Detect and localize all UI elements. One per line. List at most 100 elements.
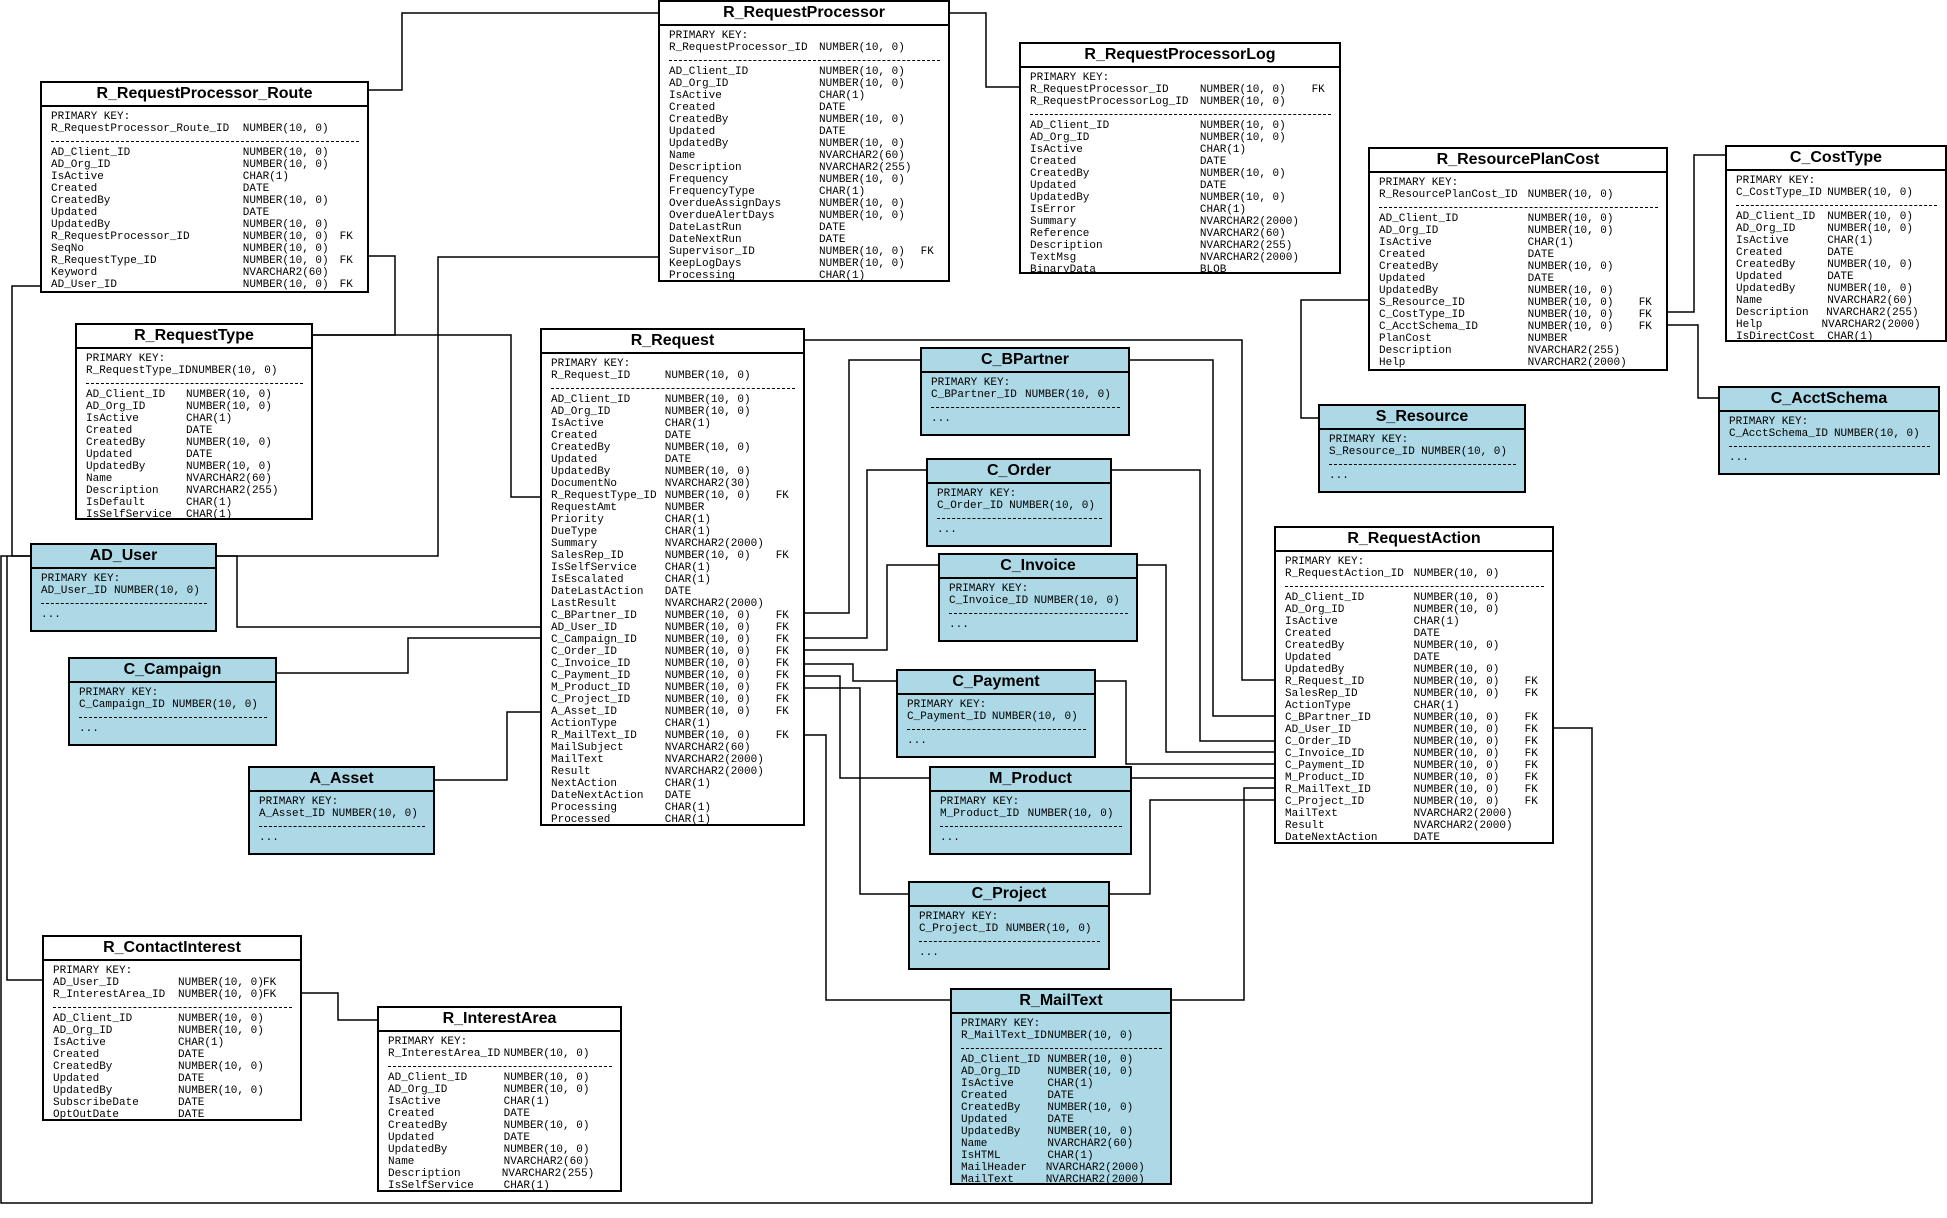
- column-name: UpdatedBy: [388, 1144, 448, 1156]
- more-columns-ellipsis: ...: [940, 832, 960, 844]
- column-key: [776, 562, 795, 574]
- column-key: [594, 1072, 612, 1084]
- column-type: DATE: [242, 183, 270, 195]
- column-key: [340, 243, 359, 255]
- more-columns-ellipsis: ...: [259, 832, 279, 844]
- column-name: C_Project_ID: [551, 694, 631, 706]
- column-type: CHAR(1): [178, 1037, 225, 1049]
- column-key: [776, 814, 795, 824]
- column-name: MailText: [551, 754, 604, 766]
- primary-key-label: PRIMARY KEY:: [259, 796, 339, 808]
- column-type: NUMBER(10, 0): [1413, 736, 1500, 748]
- key-separator: [931, 401, 1120, 413]
- column-key: [1918, 271, 1937, 283]
- column-key: [1312, 120, 1331, 132]
- column-name: CreatedBy: [86, 437, 146, 449]
- column-key: [1918, 259, 1937, 271]
- relationship-line: [950, 12, 1019, 88]
- column-name: KeepLogDays: [669, 258, 742, 270]
- column-key: [921, 222, 940, 234]
- column-name: Updated: [1379, 273, 1426, 285]
- column-name: C_Project_ID: [919, 923, 999, 935]
- column-type: DATE: [664, 454, 692, 466]
- column-name: Name: [388, 1156, 415, 1168]
- column-name: AD_Client_ID: [86, 389, 166, 401]
- column-key: [1525, 808, 1544, 820]
- column-type: NUMBER(10, 0): [1833, 428, 1920, 440]
- column-key: FK: [263, 989, 277, 1001]
- column-key: [1639, 189, 1658, 201]
- table-title: C_CostType: [1727, 147, 1945, 171]
- column-type: DATE: [1413, 628, 1440, 640]
- relationship-line: [803, 564, 938, 651]
- column-key: [776, 454, 795, 466]
- column-key: [776, 766, 795, 778]
- column-key: [1113, 808, 1122, 820]
- primary-key-label: PRIMARY KEY:: [937, 488, 1017, 500]
- primary-key-label: PRIMARY KEY:: [961, 1018, 1041, 1030]
- column-key: [1525, 832, 1544, 842]
- primary-key-label: PRIMARY KEY:: [1030, 72, 1110, 84]
- column-type: DATE: [1827, 247, 1854, 259]
- column-type: NUMBER(10, 0): [664, 634, 751, 646]
- column-type: NUMBER(10, 0): [1413, 760, 1500, 772]
- relationship-line: [1172, 787, 1274, 1001]
- column-type: CHAR(1): [1527, 237, 1574, 249]
- column-type: NUMBER(10, 0): [664, 370, 751, 382]
- column-type: NUMBER(10, 0): [242, 231, 329, 243]
- column-key: FK: [1524, 748, 1538, 760]
- primary-key-label: PRIMARY KEY:: [669, 30, 749, 42]
- column-name: DateNextRun: [669, 234, 742, 246]
- column-name: Created: [1736, 247, 1783, 259]
- column-key: [1312, 168, 1331, 180]
- column-key: [1144, 1078, 1162, 1090]
- relationship-line: [803, 469, 926, 639]
- relationship-line: [215, 555, 540, 628]
- column-name: IsActive: [1379, 237, 1432, 249]
- relationship-line: [1110, 799, 1274, 895]
- column-key: [776, 502, 795, 514]
- column-type: NUMBER(10, 0): [242, 219, 329, 231]
- column-name: Updated: [388, 1132, 435, 1144]
- column-name: R_InterestArea_ID: [53, 989, 166, 1001]
- column-key: [1144, 1090, 1162, 1102]
